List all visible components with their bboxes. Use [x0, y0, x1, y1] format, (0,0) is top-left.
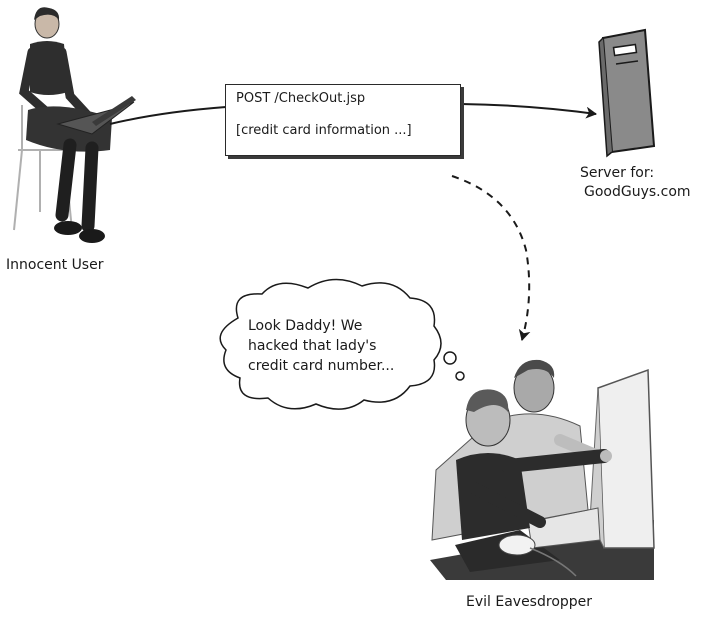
- thought-bubble-dot-small: [455, 371, 465, 381]
- server-tower-icon: [598, 28, 656, 158]
- server-label-line1: Server for:: [580, 165, 655, 181]
- innocent-user-label: Innocent User: [6, 257, 104, 273]
- arrow-request-to-server: [460, 103, 597, 119]
- thought-line-1: Look Daddy! We: [248, 318, 363, 334]
- request-method-path: POST /CheckOut.jsp: [236, 91, 366, 106]
- thought-line-3: credit card number...: [248, 358, 395, 374]
- http-request-box: POST /CheckOut.jsp [credit card informat…: [225, 84, 461, 156]
- thought-line-2: hacked that lady's: [248, 338, 377, 354]
- thought-bubble-dot-large: [443, 351, 457, 365]
- eavesdrop-dashed-arrow: [451, 175, 531, 341]
- eavesdropper-figures: [430, 359, 655, 580]
- evil-eavesdropper-label: Evil Eavesdropper: [466, 594, 593, 610]
- server-label-line2: GoodGuys.com: [584, 184, 691, 200]
- request-payload: [credit card information ...]: [236, 123, 412, 138]
- connection-line-user-to-request: [109, 106, 227, 125]
- thought-bubble-cloud: [219, 278, 442, 410]
- innocent-user-figure: [13, 7, 136, 243]
- thought-bubble-text: Look Daddy! We hacked that lady's credit…: [248, 316, 438, 376]
